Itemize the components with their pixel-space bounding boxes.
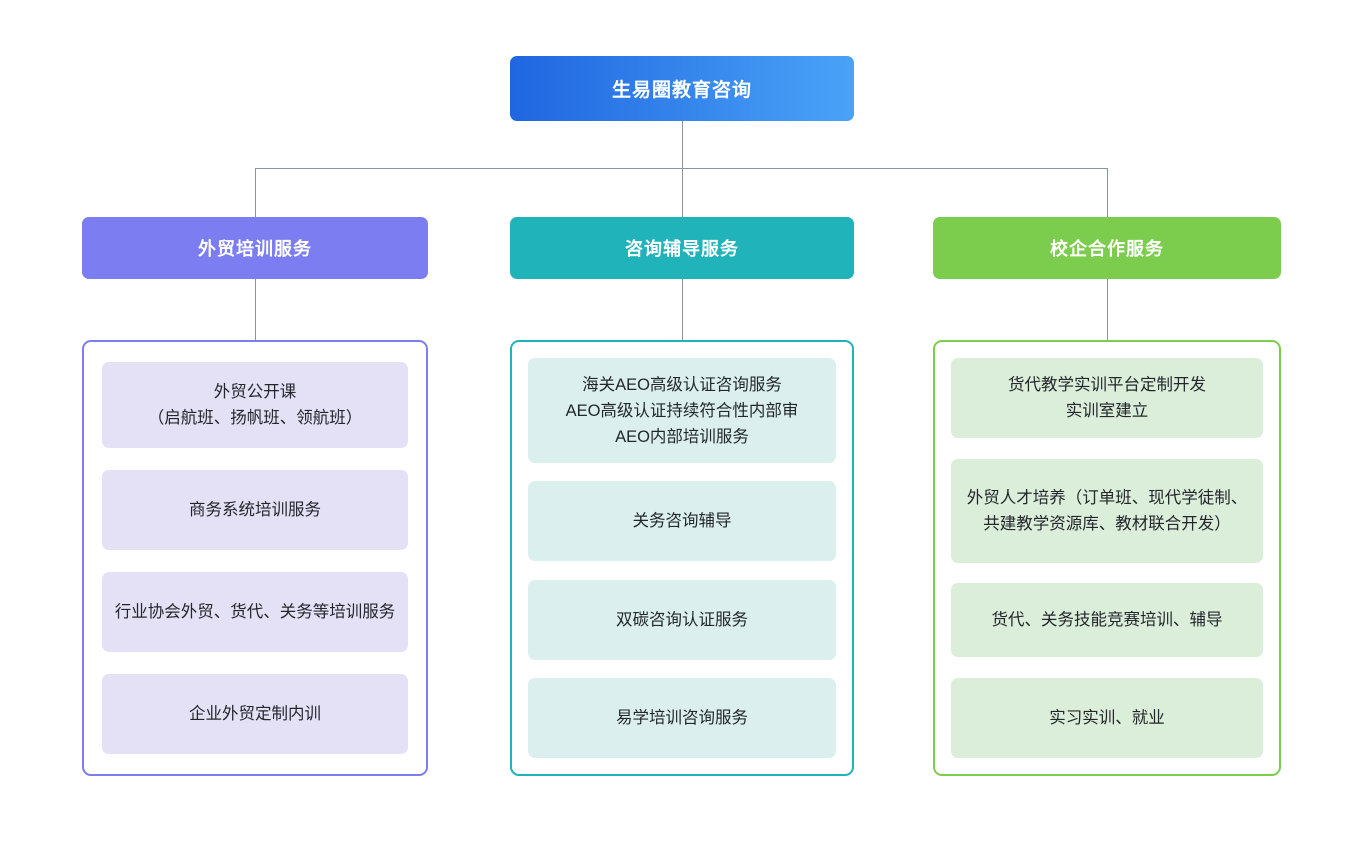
connector-branch-2-to-items	[682, 279, 683, 340]
leaf-item[interactable]: 企业外贸定制内训	[102, 674, 408, 754]
branch-items-container-zixun-fudao: 海关AEO高级认证咨询服务 AEO高级认证持续符合性内部审 AEO内部培训服务 …	[510, 340, 854, 776]
branch-header-zixun-fudao[interactable]: 咨询辅导服务	[510, 217, 854, 279]
connector-drop-branch-1	[255, 168, 256, 217]
branch-header-label: 外贸培训服务	[198, 239, 312, 259]
leaf-item[interactable]: 关务咨询辅导	[528, 481, 836, 562]
leaf-item[interactable]: 商务系统培训服务	[102, 470, 408, 550]
connector-branch-1-to-items	[255, 279, 256, 340]
branch-items-list: 货代教学实训平台定制开发 实训室建立 外贸人才培养（订单班、现代学徒制、共建教学…	[935, 342, 1279, 774]
leaf-item[interactable]: 实习实训、就业	[951, 677, 1263, 758]
root-node[interactable]: 生易圈教育咨询	[510, 56, 854, 121]
leaf-item[interactable]: 货代、关务技能竞赛培训、辅导	[951, 583, 1263, 658]
leaf-item[interactable]: 海关AEO高级认证咨询服务 AEO高级认证持续符合性内部审 AEO内部培训服务	[528, 358, 836, 463]
connector-root-stem	[682, 121, 683, 168]
connector-drop-branch-2	[682, 168, 683, 217]
leaf-item[interactable]: 易学培训咨询服务	[528, 677, 836, 758]
connector-horizontal-bus	[255, 168, 1107, 169]
connector-drop-branch-3	[1107, 168, 1108, 217]
connector-branch-3-to-items	[1107, 279, 1108, 340]
leaf-item[interactable]: 外贸公开课 （启航班、扬帆班、领航班）	[102, 362, 408, 448]
branch-items-list: 海关AEO高级认证咨询服务 AEO高级认证持续符合性内部审 AEO内部培训服务 …	[512, 342, 852, 774]
root-node-label: 生易圈教育咨询	[611, 80, 752, 101]
branch-header-label: 咨询辅导服务	[625, 239, 739, 259]
branch-items-list: 外贸公开课 （启航班、扬帆班、领航班） 商务系统培训服务 行业协会外贸、货代、关…	[84, 342, 426, 774]
leaf-item[interactable]: 双碳咨询认证服务	[528, 579, 836, 660]
branch-items-container-waimao-peixun: 外贸公开课 （启航班、扬帆班、领航班） 商务系统培训服务 行业协会外贸、货代、关…	[82, 340, 428, 776]
branch-header-xiaoqi-hezuo[interactable]: 校企合作服务	[933, 217, 1281, 279]
branch-header-waimao-peixun[interactable]: 外贸培训服务	[82, 217, 428, 279]
branch-items-container-xiaoqi-hezuo: 货代教学实训平台定制开发 实训室建立 外贸人才培养（订单班、现代学徒制、共建教学…	[933, 340, 1281, 776]
leaf-item[interactable]: 货代教学实训平台定制开发 实训室建立	[951, 358, 1263, 438]
leaf-item[interactable]: 外贸人才培养（订单班、现代学徒制、共建教学资源库、教材联合开发）	[951, 458, 1263, 563]
leaf-item[interactable]: 行业协会外贸、货代、关务等培训服务	[102, 572, 408, 652]
branch-header-label: 校企合作服务	[1050, 239, 1164, 259]
